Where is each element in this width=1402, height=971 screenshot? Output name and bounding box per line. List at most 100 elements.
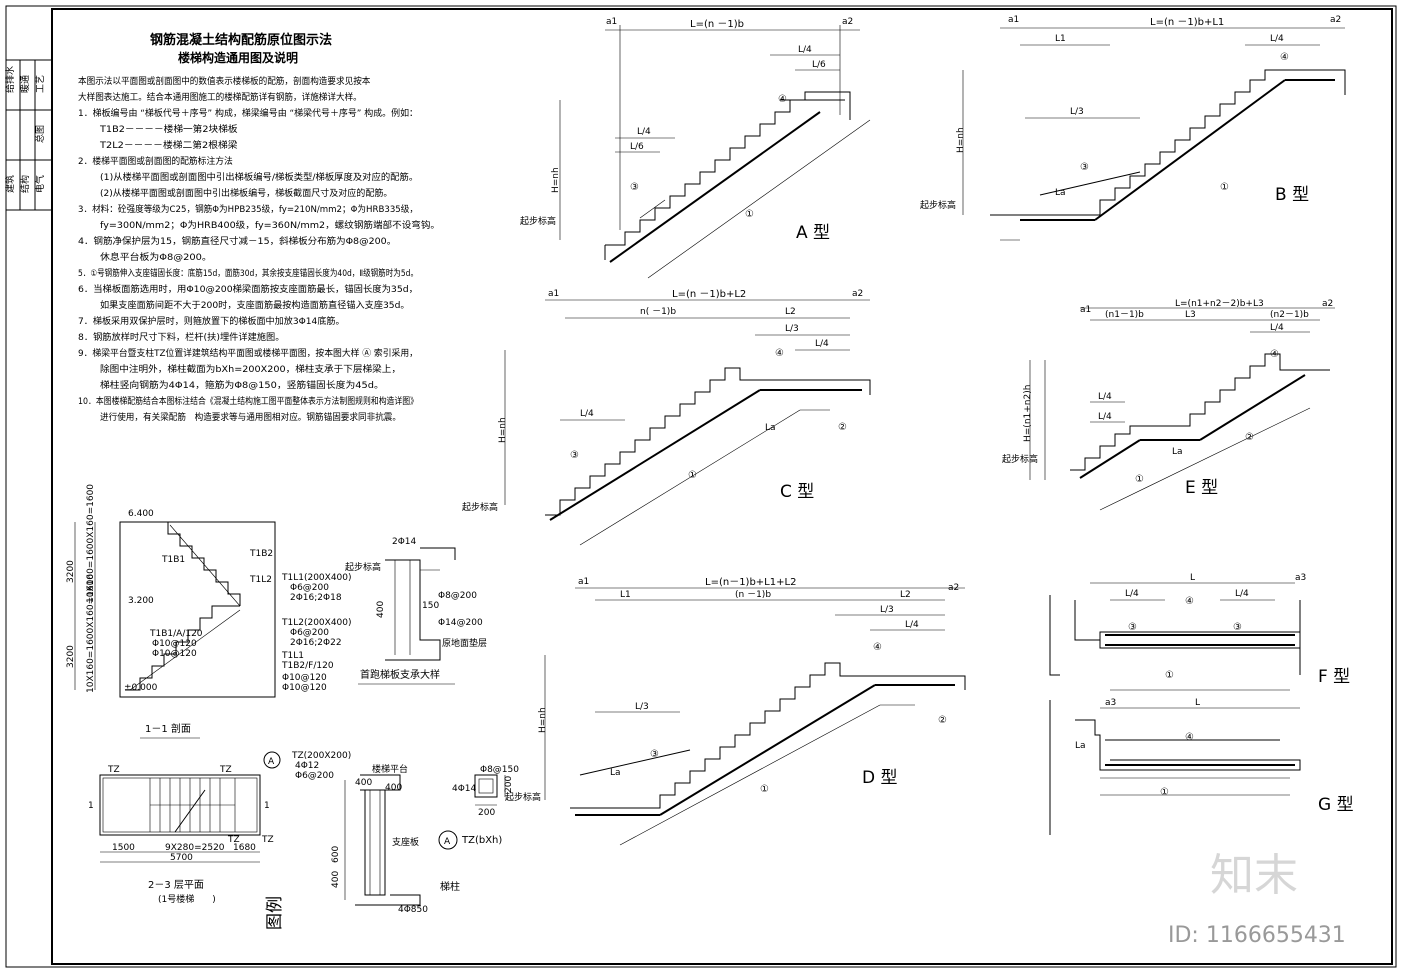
note-line: fy=300N/mm2；Φ为HRB400级，fy=360N/mm2，螺纹钢筋端部… — [100, 219, 440, 231]
type-d-dim-1: (n －1)b — [735, 590, 771, 600]
title-line2: 楼梯构造通用图及说明 — [178, 50, 298, 65]
type-c-dim-1: L2 — [785, 307, 796, 317]
note-line: T2L2－－－－楼梯二第2根梯梁 — [99, 139, 238, 151]
title-cell-2: 建筑 — [4, 175, 16, 193]
type-e-dim-4: L/4 — [1098, 392, 1112, 402]
type-f-a3: a3 — [1295, 573, 1306, 583]
section-level-0: 6.400 — [128, 509, 154, 519]
note-line: 10．本图楼梯配筋结合本图标注结合《混凝土结构施工图平面整体表示方法制图规则和构… — [78, 395, 418, 407]
section-tag-10: Φ6@200 — [290, 628, 329, 638]
type-d-c4: ④ — [873, 642, 882, 653]
type-a-dim-1: L/6 — [812, 60, 826, 70]
type-e-height: H=(n1+n2)h — [1023, 385, 1033, 442]
plan-tag-0: TZ — [107, 765, 120, 775]
type-f-c3b: ③ — [1233, 622, 1242, 633]
column-detail: Φ8@150 4Φ14 200 200 A TZ(bXh) 梯柱 — [438, 765, 519, 893]
legend-label-6: 4Φ850 — [398, 905, 428, 915]
section-tag-14: Φ10@120 — [282, 673, 327, 683]
plan-dim-3: 5700 — [170, 853, 193, 863]
note-line: 3．材料：砼强度等级为C25，钢筋Φ为HPB235级，fy=210N/mm2；Φ… — [78, 203, 418, 215]
type-e-c4: ④ — [1270, 349, 1279, 360]
column-caption: 梯柱 — [440, 880, 460, 893]
type-e-detail: L=(n1+n2－2)b+L3 a1 a2 (n1－1)b L3 (n2－1)b… — [1002, 299, 1335, 511]
type-f-c1: ① — [1165, 670, 1174, 681]
type-g-c1: ① — [1160, 787, 1169, 798]
type-e-a2: a2 — [1322, 299, 1333, 309]
watermark-id: ID: 1166655431 — [1168, 923, 1346, 948]
type-g-detail: a3 L ④ ① La G 型 — [1049, 698, 1354, 835]
type-d-a2: a2 — [948, 583, 959, 593]
section-tag-6: T1B1/A/120 — [149, 629, 203, 639]
type-c-detail: L=(n －1)b+L2 a1 a2 n( －1)b L2 L/3 L/4 L/… — [462, 289, 871, 546]
note-line: 6．当梯板面筋选用时，用Φ10@200梯梁面筋按支座面筋最长，锚固长度为35d， — [78, 283, 418, 295]
type-a-dim-2: L/4 — [637, 127, 651, 137]
note-line: 2．楼梯平面图或剖面图的配筋标注方法 — [78, 155, 233, 167]
type-a-c1: ① — [745, 209, 754, 220]
type-a-start: 起步标高 — [520, 215, 556, 227]
type-b-c3: ③ — [1080, 162, 1089, 173]
note-line: 进行使用，有关梁配筋 构造要求等与通用图相对应。钢筋锚固要求同非抗震。 — [100, 411, 401, 423]
type-e-dim-1: L3 — [1185, 310, 1196, 320]
type-d-height: H=nh — [538, 707, 548, 733]
plan-2-3: 1500 9X280=2520 1680 5700 TZ TZ TZ TZ 1 … — [88, 751, 351, 905]
title-block: 给排水 暖通 建筑 结构 总图 工艺 电气 — [4, 59, 52, 211]
section-tag-0: T1B1 — [161, 555, 185, 565]
type-c-dim-4: L/4 — [580, 409, 594, 419]
type-b-c4: ④ — [1280, 52, 1289, 63]
legend-label-5: 支座板 — [392, 836, 419, 848]
type-b-formula: L=(n －1)b+L1 — [1150, 17, 1224, 28]
type-a-formula: L=(n －1)b — [690, 19, 744, 30]
type-e-dim-3: L/4 — [1270, 323, 1284, 333]
plan-circle: A — [268, 757, 275, 767]
section-tag-2: T1L2 — [249, 575, 272, 585]
title-cell-5: 工艺 — [35, 75, 46, 93]
type-c-c2: ② — [838, 422, 847, 433]
title-cell-0: 给排水 — [4, 66, 16, 93]
title-cell-4: 总图 — [34, 125, 46, 143]
type-d-dim-3: L/3 — [880, 605, 894, 615]
type-f-c4: ④ — [1185, 596, 1194, 607]
title-cell-3: 结构 — [19, 175, 31, 193]
title-line1: 钢筋混凝土结构配筋原位图示法 — [150, 32, 332, 48]
type-a-c3: ③ — [630, 182, 639, 193]
note-line: 5．①号钢筋伸入支座锚固长度：底筋15d，面筋30d，其余按支座锚固长度为40d… — [78, 267, 418, 279]
note-line: 本图示法以平面图或剖面图中的数值表示楼梯板的配筋，剖面构造要求见按本 — [78, 75, 370, 87]
section-height-0: 3200 — [66, 560, 76, 583]
plan-tag-3: TZ — [261, 835, 274, 845]
type-b-start: 起步标高 — [920, 199, 956, 211]
type-d-c1: ① — [760, 784, 769, 795]
section-tag-12: T1L1 — [281, 651, 304, 661]
type-d-c3: ③ — [650, 749, 659, 760]
watermark: 知末 ID: 1166655431 — [1168, 850, 1346, 948]
type-c-formula: L=(n －1)b+L2 — [672, 289, 746, 300]
plan-tz-0: TZ(200X200) — [291, 751, 351, 761]
section-tag-15: Φ10@120 — [282, 683, 327, 693]
section-height-1: 3200 — [66, 645, 76, 668]
section-level-1: 3.200 — [128, 596, 154, 606]
type-d-formula: L=(n－1)b+L1+L2 — [705, 577, 796, 588]
type-g-formula: L — [1195, 698, 1200, 708]
legend-label-1: 400 — [355, 778, 372, 788]
column-label-0: Φ8@150 — [480, 765, 519, 775]
support-label-1: 起步标高 — [345, 561, 381, 573]
type-d-dim-0: L1 — [620, 590, 631, 600]
legend-label-2: 600 — [331, 846, 341, 863]
type-e-c2: ② — [1245, 432, 1254, 443]
note-line: T1B2－－－－楼梯一第2块梯板 — [99, 123, 238, 135]
type-b-height: H=nh — [956, 127, 966, 153]
type-d-detail: L=(n－1)b+L1+L2 a1 a2 L1 (n －1)b L2 L/3 L… — [505, 577, 966, 846]
type-g-la: La — [1075, 741, 1086, 751]
support-caption: 首跑梯板支承大样 — [360, 668, 440, 681]
support-label-0: 2Φ14 — [392, 537, 417, 547]
section-tag-1: T1B2 — [249, 549, 273, 559]
type-e-label: E 型 — [1185, 478, 1218, 498]
plan-tz-1: 4Φ12 — [295, 761, 319, 771]
type-c-c4: ④ — [775, 348, 784, 359]
type-f-detail: L a3 L/4 L/4 ④ ③ ③ ① F 型 — [1049, 573, 1350, 691]
plan-dim-0: 1500 — [112, 843, 135, 853]
plan-tag-2: TZ — [227, 835, 240, 845]
type-a-label: A 型 — [796, 223, 830, 243]
support-label-6: 原地面垫层 — [442, 637, 487, 649]
type-g-label: G 型 — [1318, 795, 1354, 815]
